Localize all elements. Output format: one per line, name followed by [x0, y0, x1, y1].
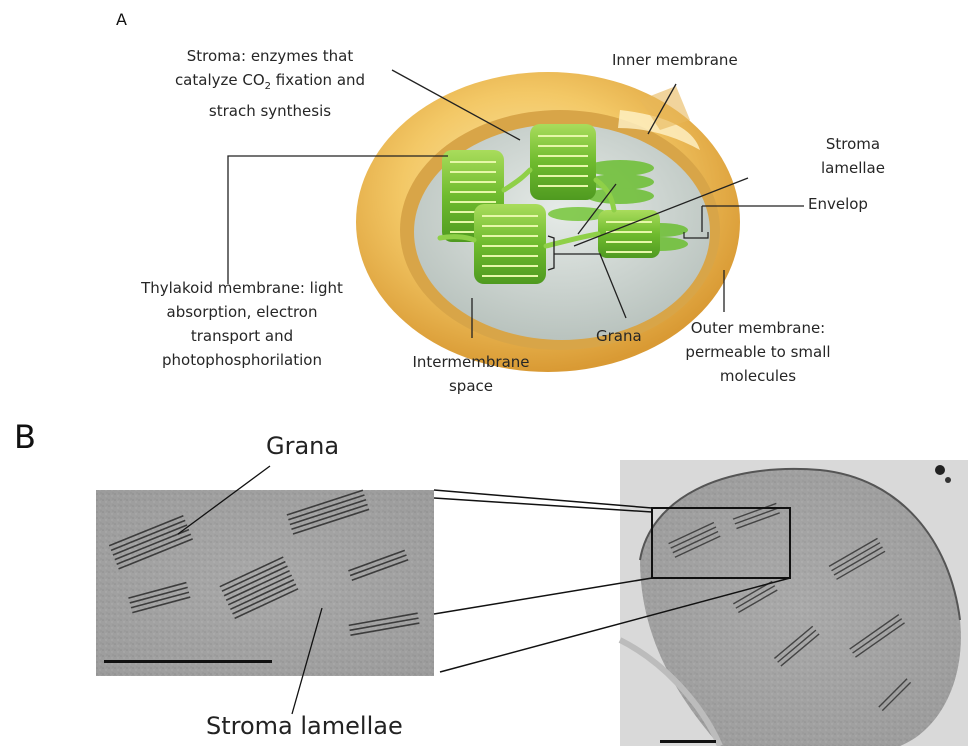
envelop-label: Envelop	[808, 192, 868, 216]
stroma-label: Stroma: enzymes that catalyze CO2 fixati…	[150, 44, 390, 123]
zoomed-micrograph	[96, 490, 434, 676]
panel-a-letter: A	[116, 10, 127, 29]
panel-b-letter: B	[14, 418, 36, 456]
stroma-lamellae-label-a: Stroma lamellae	[808, 132, 898, 180]
scale-bar-whole	[660, 740, 716, 743]
intermembrane-space-label: Intermembrane space	[396, 350, 546, 398]
granum-stack-right	[598, 210, 660, 258]
granum-stack-lower-left	[474, 204, 546, 284]
inner-membrane-label: Inner membrane	[612, 48, 738, 72]
outer-membrane-label: Outer membrane: permeable to small molec…	[670, 316, 846, 388]
thylakoid-membrane-label: Thylakoid membrane: light absorption, el…	[110, 276, 374, 372]
granum-stack-upper-center	[530, 124, 596, 200]
whole-chloroplast-micrograph	[620, 460, 968, 746]
grana-label-b: Grana	[266, 432, 339, 460]
scale-bar-zoomed	[104, 660, 272, 663]
grana-label-a: Grana	[596, 324, 642, 348]
stroma-lamellae-label-b: Stroma lamellae	[206, 712, 403, 740]
